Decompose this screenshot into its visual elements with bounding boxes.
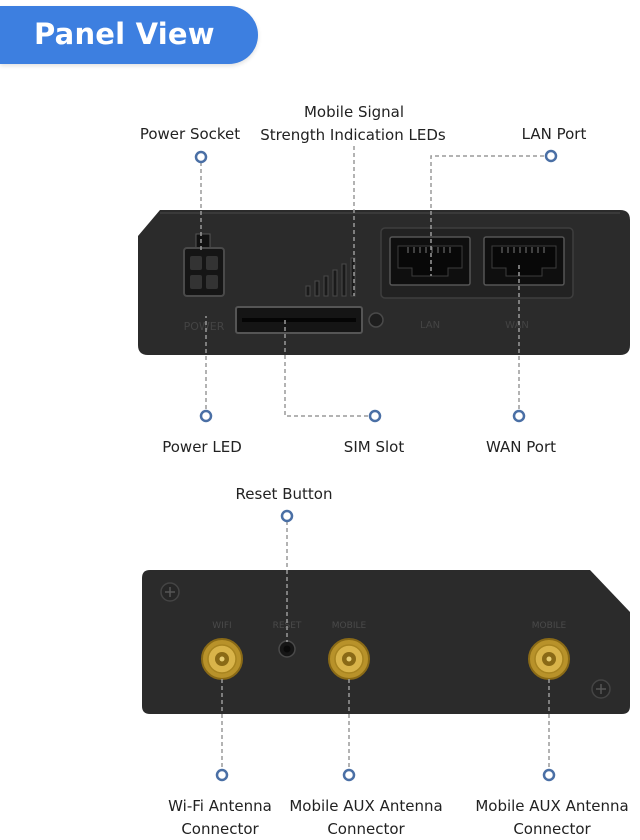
power-socket-dot	[194, 150, 208, 164]
mobile-aux-2-dot	[542, 768, 556, 782]
engraved-power-label: POWER	[184, 320, 225, 333]
wan-port-label: WAN Port	[486, 438, 556, 456]
wifi-antenna-label-line2: Connector	[181, 820, 259, 838]
power-led-dot	[199, 409, 213, 423]
mobile-aux-1-label-line2: Connector	[327, 820, 405, 838]
reset-button-icon	[278, 640, 296, 658]
mobile-aux-2-label-line2: Connector	[513, 820, 591, 838]
engraved-mobile-label-1: MOBILE	[332, 621, 367, 631]
panel-view-title-banner: Panel View	[0, 6, 258, 64]
wan-port-dot	[512, 409, 526, 423]
screw-icon	[160, 582, 180, 602]
back-callout-dots	[215, 509, 556, 782]
mobile-aux-connector-icon-1	[328, 638, 370, 680]
lan-port-icon	[389, 236, 471, 286]
page-title: Panel View	[34, 17, 215, 51]
wifi-antenna-connector-icon	[201, 638, 243, 680]
back-panel: WIFI RESET MOBILE MOBILE	[142, 570, 630, 714]
reset-button-dot	[280, 509, 294, 523]
lan-port-leader	[430, 155, 551, 276]
lan-port-dot	[544, 149, 558, 163]
mobile-aux-1-label-line1: Mobile AUX Antenna	[289, 797, 443, 815]
engraved-wan-label: WAN	[505, 320, 529, 331]
screw-icon	[591, 679, 611, 699]
mobile-signal-label-line2: Strength Indication LEDs	[260, 126, 446, 144]
sim-slot-label: SIM Slot	[343, 438, 405, 456]
sim-slot-leader	[284, 320, 375, 417]
engraved-mobile-label-2: MOBILE	[532, 621, 567, 631]
signal-strength-leds-icon	[305, 257, 356, 297]
power-led-label: Power LED	[162, 438, 242, 456]
reset-button-label: Reset Button	[235, 485, 333, 503]
power-socket-label: Power Socket	[139, 125, 241, 143]
power-socket-icon	[183, 233, 225, 297]
wan-port-icon	[483, 236, 565, 286]
sim-eject-hole-icon	[368, 312, 384, 328]
mobile-aux-2-label-line1: Mobile AUX Antenna	[475, 797, 629, 815]
wifi-connector-dot	[215, 768, 229, 782]
lan-port-label: LAN Port	[521, 125, 587, 143]
sim-slot-icon	[235, 306, 363, 334]
mobile-aux-connector-icon-2	[528, 638, 570, 680]
mobile-signal-label-line1: Mobile Signal	[303, 103, 405, 121]
front-panel: POWER	[138, 210, 630, 355]
front-callout-dots	[194, 149, 558, 423]
back-leader-lines	[221, 521, 550, 770]
engraved-wifi-label: WIFI	[212, 621, 231, 631]
engraved-lan-label: LAN	[420, 320, 440, 331]
mobile-aux-1-dot	[342, 768, 356, 782]
front-leader-lines	[200, 146, 551, 417]
wifi-antenna-label-line1: Wi-Fi Antenna	[168, 797, 272, 815]
back-panel-body	[142, 570, 630, 714]
sim-slot-dot	[368, 409, 382, 423]
